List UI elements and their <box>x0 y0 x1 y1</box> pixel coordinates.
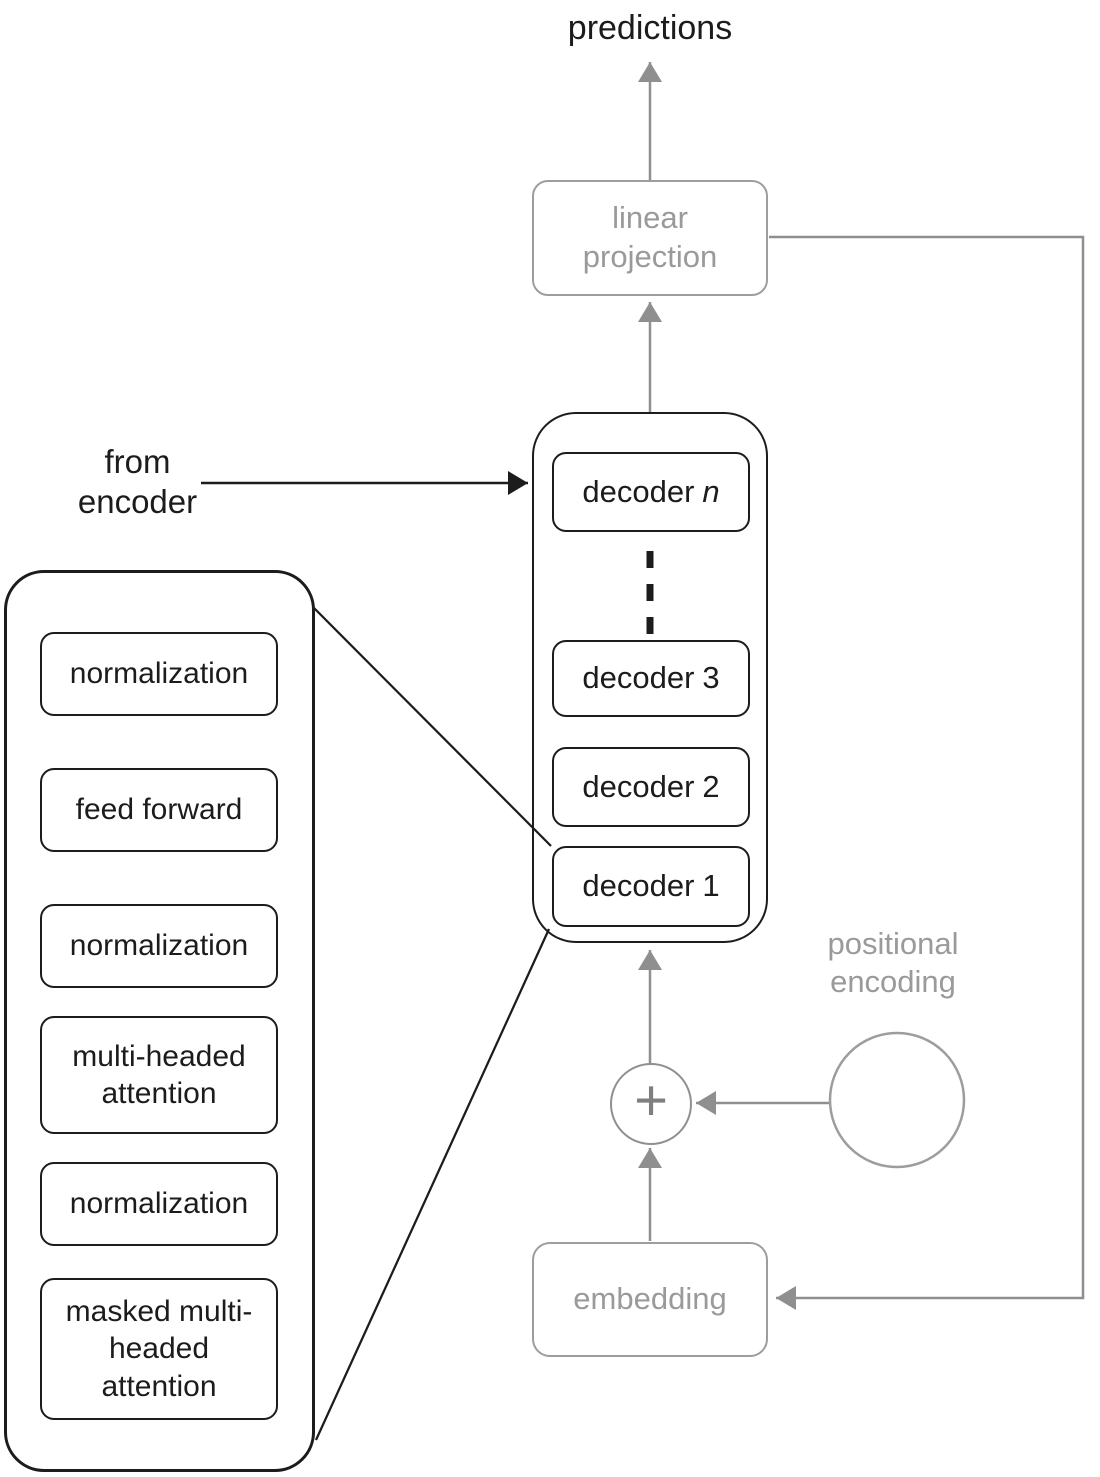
masked-attention-line1: masked multi- <box>65 1294 253 1328</box>
decoder-1-index: 1 <box>702 868 720 904</box>
predictions-label: predictions <box>567 9 733 47</box>
multi-headed-attention-box: multi-headed attention <box>40 1016 278 1134</box>
masked-attention-line3: attention <box>101 1369 217 1403</box>
decoder-1-label: decoder <box>582 868 695 904</box>
normalization-box-3: normalization <box>40 1162 278 1246</box>
normalization-label-1: normalization <box>69 657 249 691</box>
feedback-connector <box>769 235 1085 1310</box>
decoder-n-label: decoder <box>582 473 695 509</box>
normalization-box-2: normalization <box>40 904 278 988</box>
positional-encoding-line2: encoding <box>830 963 956 999</box>
linear-projection-label-line2: projection <box>582 239 718 274</box>
positional-encoding-circle <box>828 1031 966 1169</box>
linear-projection-box: linear projection <box>532 180 768 296</box>
decoder-detail-box <box>4 570 315 1472</box>
positional-encoding-line1: positional <box>827 926 959 961</box>
expansion-line-bottom <box>314 928 551 1441</box>
feed-forward-label: feed forward <box>75 793 243 827</box>
linear-projection-label-line1: linear <box>612 200 688 236</box>
decoder-stack-container <box>532 412 768 943</box>
decoder-2-label: decoder <box>582 768 695 804</box>
positional-encoding-label: positional encoding <box>793 925 993 1001</box>
multi-headed-attention-line1: multi-headed <box>72 1039 246 1073</box>
feed-forward-box: feed forward <box>40 768 278 852</box>
decoder-n-index: n <box>702 473 720 509</box>
decoder-2-index: 2 <box>702 768 720 804</box>
decoder-3-index: 3 <box>702 660 720 696</box>
normalization-label-3: normalization <box>69 1187 249 1221</box>
plus-icon: + <box>634 1068 668 1133</box>
masked-multi-headed-attention-box: masked multi- headed attention <box>40 1278 278 1420</box>
normalization-box-1: normalization <box>40 632 278 716</box>
expansion-line-top <box>312 606 552 847</box>
from-encoder-line1: from <box>104 443 171 480</box>
from-encoder-line2: encoder <box>77 483 198 521</box>
from-encoder-label: from encoder <box>55 442 220 523</box>
multi-headed-attention-line2: attention <box>101 1077 217 1110</box>
add-operation-circle: + <box>610 1063 692 1145</box>
masked-attention-line2: headed <box>108 1332 210 1366</box>
normalization-label-2: normalization <box>69 929 249 963</box>
embedding-box: embedding <box>532 1242 768 1357</box>
decoder-3-label: decoder <box>582 660 695 696</box>
embedding-label: embedding <box>573 1281 727 1317</box>
